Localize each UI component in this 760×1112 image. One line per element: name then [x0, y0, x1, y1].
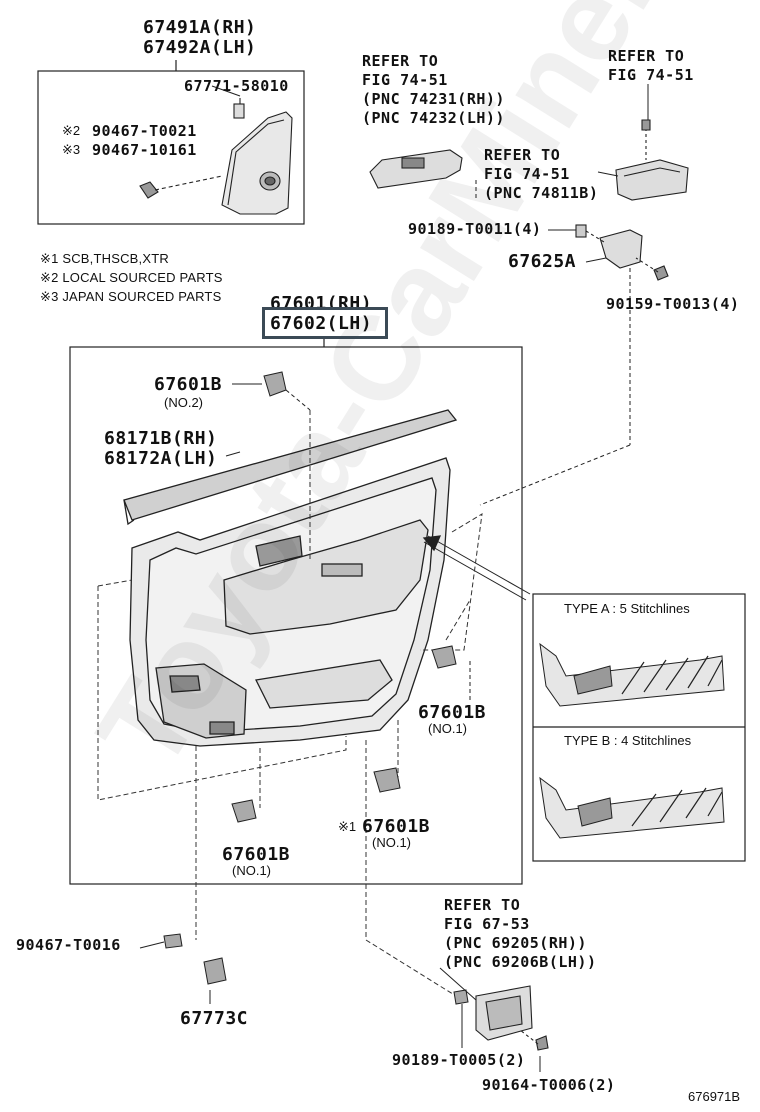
ref2-line2[interactable]: FIG 74-51	[608, 66, 694, 84]
note-2: ※2 LOCAL SOURCED PARTS	[40, 270, 223, 285]
part-67773c[interactable]: 67773C	[180, 1008, 249, 1029]
door-trim-panel-drawing	[123, 409, 531, 747]
part-67601-rh[interactable]: 67601(RH)	[270, 293, 373, 314]
bracket-67625a-drawing	[575, 224, 669, 281]
clip-icons	[163, 371, 469, 1005]
label-no1-bottom-center: (NO.1)	[372, 835, 411, 850]
note-1: ※1 SCB,THSCB,XTR	[40, 251, 169, 266]
part-90189-t0005[interactable]: 90189-T0005(2)	[392, 1051, 526, 1069]
ref2-line1: REFER TO	[608, 47, 685, 65]
part-67601b-bottom-center[interactable]: 67601B	[362, 816, 431, 837]
type-b-label: TYPE B : 4 Stitchlines	[564, 733, 692, 748]
part-67625a[interactable]: 67625A	[508, 251, 577, 272]
main-panel-box	[69, 346, 523, 885]
part-67771-58010[interactable]: 67771-58010	[184, 77, 289, 95]
type-a-drawing	[539, 642, 725, 707]
label-no2: (NO.2)	[164, 395, 203, 410]
part-90189-t0011[interactable]: 90189-T0011(4)	[408, 220, 542, 238]
type-a-label: TYPE A : 5 Stitchlines	[564, 601, 690, 616]
part-68171b[interactable]: 68171B(RH)	[104, 428, 218, 449]
part-90467-t0016[interactable]: 90467-T0016	[16, 936, 121, 954]
ref4-line3: (PNC 69205(RH))	[444, 934, 587, 952]
ref3-line1: REFER TO	[484, 146, 561, 164]
label-no1-bottom-left: (NO.1)	[232, 863, 271, 878]
part-67492a[interactable]: 67492A(LH)	[143, 37, 257, 58]
ref1-line4: (PNC 74232(LH))	[362, 109, 505, 127]
label-no1-right: (NO.1)	[428, 721, 467, 736]
switch-base-drawing	[369, 149, 463, 189]
part-67491a[interactable]: 67491A(RH)	[143, 17, 257, 38]
part-90164-t0006[interactable]: 90164-T0006(2)	[482, 1076, 616, 1094]
type-b-drawing	[539, 776, 725, 839]
ref4-line1: REFER TO	[444, 896, 521, 914]
note-3: ※3 JAPAN SOURCED PARTS	[40, 289, 222, 304]
inset-box-armrest	[37, 70, 305, 225]
part-67601b-no2[interactable]: 67601B	[154, 374, 223, 395]
part-67601b-right[interactable]: 67601B	[418, 702, 487, 723]
part-68172a[interactable]: 68172A(LH)	[104, 448, 218, 469]
armrest-bracket-drawing	[139, 98, 293, 215]
figure-id: 676971B	[688, 1089, 741, 1104]
ref1-line1: REFER TO	[362, 52, 439, 70]
inside-handle-drawing	[475, 985, 549, 1051]
ref4-line4: (PNC 69206B(LH))	[444, 953, 597, 971]
ref1-line3: (PNC 74231(RH))	[362, 90, 505, 108]
part-67601b-bottom-left[interactable]: 67601B	[222, 844, 291, 865]
ref3-line2[interactable]: FIG 74-51	[484, 165, 570, 183]
mark-1: ※1	[338, 819, 357, 834]
ref1-line2[interactable]: FIG 74-51	[362, 71, 448, 89]
ref4-line2[interactable]: FIG 67-53	[444, 915, 530, 933]
inner-handle-bezel-drawing	[615, 119, 689, 201]
part-67602-lh[interactable]: 67602(LH)	[270, 313, 373, 334]
part-90467-t0021[interactable]: 90467-T0021	[92, 122, 197, 140]
ref3-line3: (PNC 74811B)	[484, 184, 599, 202]
mark-2: ※2	[62, 123, 81, 138]
part-90159-t0013[interactable]: 90159-T0013(4)	[606, 295, 740, 313]
part-90467-10161[interactable]: 90467-10161	[92, 141, 197, 159]
selected-part-highlight	[262, 307, 388, 339]
mark-3: ※3	[62, 142, 81, 157]
